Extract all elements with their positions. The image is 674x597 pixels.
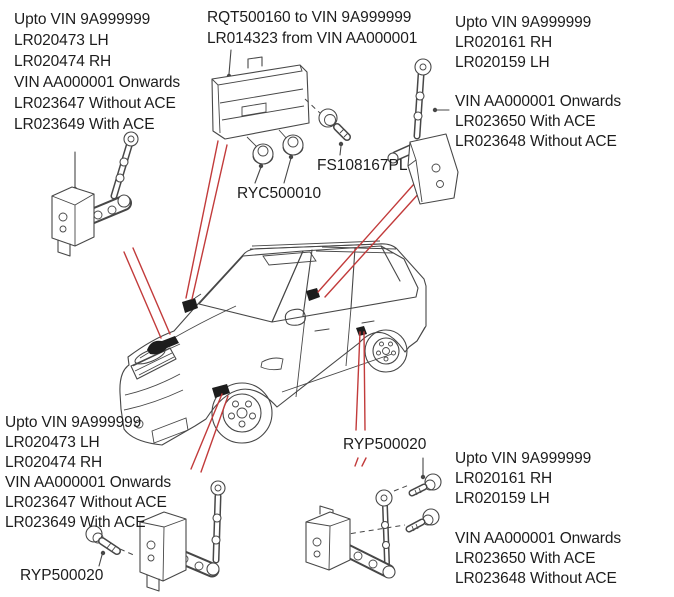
label-line: VIN AA000001 Onwards xyxy=(5,474,172,491)
label-line: VIN AA000001 Onwards xyxy=(14,74,181,91)
label-line: LR020159 LH xyxy=(455,490,550,507)
label-line: Upto VIN 9A999999 xyxy=(455,14,592,31)
label-line: LR023648 Without ACE xyxy=(455,570,617,587)
red-leader-lines xyxy=(123,140,422,473)
label-line: LR023649 With ACE xyxy=(14,116,155,133)
module-grommets-art xyxy=(252,134,304,184)
label-line: LR020161 RH xyxy=(455,34,553,51)
label-line: RQT500160 to VIN 9A999999 xyxy=(207,9,412,26)
label-line: LR023649 With ACE xyxy=(5,514,146,531)
label-block-bottom-right-upper: Upto VIN 9A999999 LR020161 RH LR020159 L… xyxy=(455,449,591,509)
ride-height-module-art xyxy=(211,49,322,148)
label-line: LR023650 With ACE xyxy=(455,550,596,567)
label-line: VIN AA000001 Onwards xyxy=(455,93,622,110)
label-line: VIN AA000001 Onwards xyxy=(455,530,622,547)
front-sensor-screw-art xyxy=(85,525,137,567)
label-line: LR023648 Without ACE xyxy=(455,133,617,150)
label-module-bolt: FS108167PL xyxy=(317,157,408,174)
cowl-connector-marker xyxy=(182,298,198,313)
label-line: Upto VIN 9A999999 xyxy=(455,450,592,467)
label-rear-sensor-screw: RYP500020 xyxy=(343,436,427,453)
label-line: LR020159 LH xyxy=(455,54,550,71)
module-bolt-art xyxy=(318,108,351,156)
label-block-top-right-lower: VIN AA000001 Onwards LR023650 With ACE L… xyxy=(455,92,621,152)
label-front-sensor-screw: RYP500020 xyxy=(20,567,104,584)
rear-sensor-screws-art xyxy=(405,473,442,533)
label-line: LR023647 Without ACE xyxy=(5,494,167,511)
front-lower-sensor-art xyxy=(139,480,226,592)
label-line: LR023650 With ACE xyxy=(455,113,596,130)
bonnet-harness-marker xyxy=(147,336,179,355)
rear-arch-sensor-marker xyxy=(356,326,367,336)
label-line: LR020473 LH xyxy=(5,434,100,451)
label-line: Upto VIN 9A999999 xyxy=(5,414,142,431)
rear-height-sensor-art xyxy=(387,58,459,205)
rear-lower-sensor-art xyxy=(305,457,426,579)
label-line: LR020161 RH xyxy=(455,470,553,487)
label-block-bottom-right-lower: VIN AA000001 Onwards LR023650 With ACE L… xyxy=(455,529,621,589)
label-block-top-right-upper: Upto VIN 9A999999 LR020161 RH LR020159 L… xyxy=(455,13,591,73)
front-arch-sensor-marker xyxy=(212,384,230,398)
b-pillar-connector-marker xyxy=(306,288,320,301)
sensor-location-markers xyxy=(147,288,367,398)
label-module-grommets: RYC500010 xyxy=(237,185,322,202)
label-block-top-center: RQT500160 to VIN 9A999999 LR014323 from … xyxy=(207,7,417,49)
label-block-bottom-left: Upto VIN 9A999999 LR020473 LH LR020474 R… xyxy=(5,413,171,533)
label-line: LR020473 LH xyxy=(14,32,109,49)
label-line: LR023647 Without ACE xyxy=(14,95,176,112)
label-line: Upto VIN 9A999999 xyxy=(14,11,151,28)
label-block-top-left: Upto VIN 9A999999 LR020473 LH LR020474 R… xyxy=(14,9,180,135)
label-line: LR020474 RH xyxy=(14,53,112,70)
label-line: LR014323 from VIN AA000001 xyxy=(207,30,418,47)
front-height-sensor-art xyxy=(51,131,139,257)
label-line: LR020474 RH xyxy=(5,454,103,471)
